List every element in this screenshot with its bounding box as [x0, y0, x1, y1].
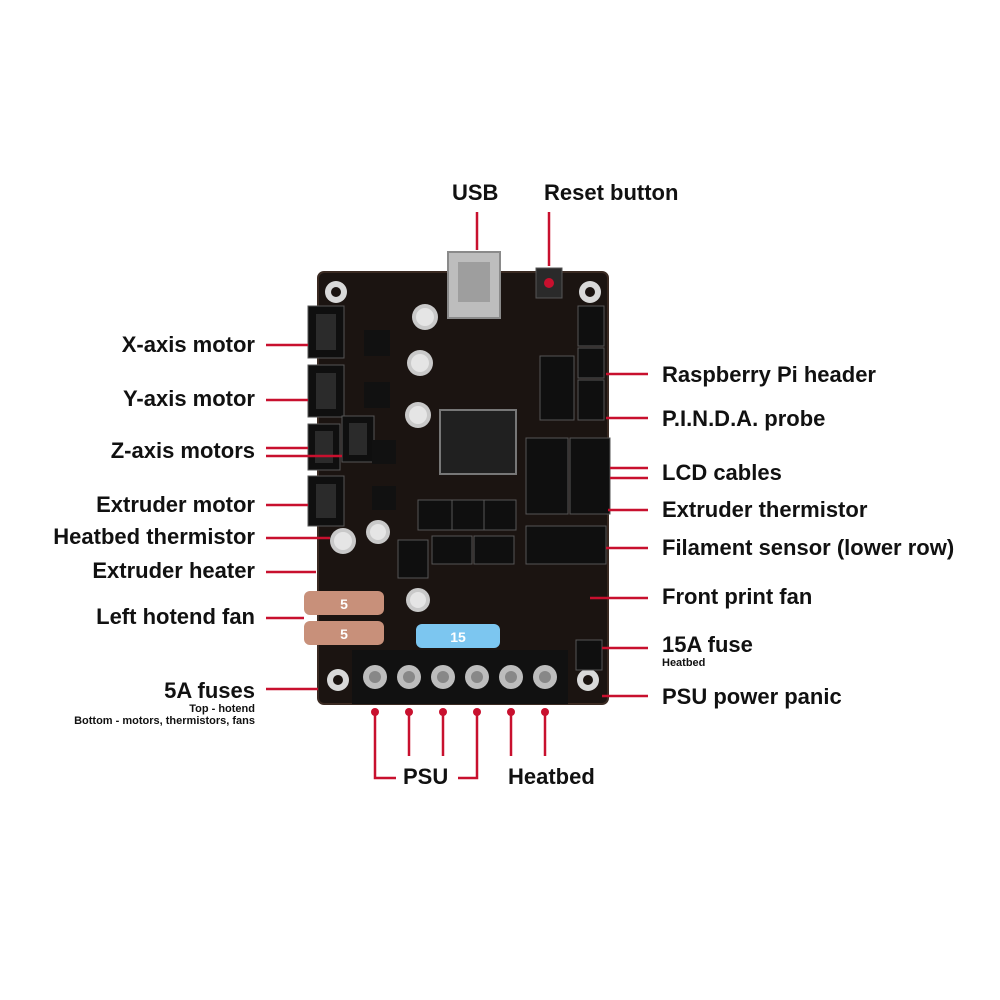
capacitor: [330, 528, 356, 554]
label-5a-fuses-bottom: Bottom - motors, thermistors, fans: [74, 715, 255, 727]
terminal-screw: [499, 665, 523, 689]
mounting-hole-top-left: [325, 281, 347, 303]
fuse-bottom-marking: 5: [340, 626, 348, 642]
capacitor: [406, 588, 430, 612]
label-lcd-cables: LCD cables: [662, 460, 782, 485]
label-z-axis-motors: Z-axis motors: [110, 438, 255, 463]
mounting-hole-bottom-left: [327, 669, 349, 691]
motor-connector-e: [307, 475, 345, 527]
terminal-screw: [533, 665, 557, 689]
mcu-chip: [439, 409, 517, 475]
label-raspberry-pi-header: Raspberry Pi header: [662, 362, 876, 387]
motor-connector-x: [307, 305, 345, 359]
label-filament-sensor: Filament sensor (lower row): [662, 535, 955, 560]
heater-connector: [397, 539, 429, 579]
fuse-blue-marking: 15: [450, 629, 466, 645]
motor-connector-y: [307, 364, 345, 418]
label-extruder-thermistor: Extruder thermistor: [662, 497, 868, 522]
capacitor: [366, 520, 390, 544]
driver-chip: [364, 330, 390, 356]
label-heatbed: Heatbed: [508, 764, 595, 789]
connector-small: [473, 535, 515, 565]
label-usb: USB: [452, 180, 499, 205]
mounting-hole-top-right: [579, 281, 601, 303]
connector-small: [431, 535, 473, 565]
lcd-header: [525, 437, 611, 515]
mounting-hole-bottom-right: [577, 669, 599, 691]
capacitor: [412, 304, 438, 330]
driver-chip: [364, 382, 390, 408]
leader-psu: [373, 712, 396, 780]
label-y-axis-motor: Y-axis motor: [122, 386, 255, 411]
label-15a-fuse: 15A fuse: [662, 632, 753, 657]
leader-dots: [371, 708, 549, 716]
fan-connector: [575, 639, 603, 671]
driver-chip: [372, 486, 396, 510]
power-terminal-block: [352, 650, 568, 704]
label-pinda-probe: P.I.N.D.A. probe: [662, 406, 826, 431]
driver-chip: [372, 440, 396, 464]
label-psu-power-panic: PSU power panic: [662, 684, 842, 709]
label-15a-fuse-sub: Heatbed: [662, 657, 706, 669]
label-extruder-motor: Extruder motor: [96, 492, 255, 517]
motor-connector-z2: [341, 415, 375, 463]
filament-sensor-header: [525, 525, 607, 565]
terminal-screw: [465, 665, 489, 689]
label-left-hotend-fan: Left hotend fan: [96, 604, 255, 629]
fuse-5a-bottom: 5: [304, 621, 384, 645]
capacitor: [405, 402, 431, 428]
leader-lines: [266, 212, 648, 780]
terminal-screw: [363, 665, 387, 689]
connector-small: [417, 499, 453, 531]
label-heatbed-thermistor: Heatbed thermistor: [53, 524, 255, 549]
fuse-5a-top: 5: [304, 591, 384, 615]
motor-connector-z1: [307, 423, 341, 471]
leader-psu-4: [458, 712, 479, 780]
fuse-top-marking: 5: [340, 596, 348, 612]
label-psu: PSU: [403, 764, 449, 789]
pcb-board: [318, 272, 608, 704]
fuse-15a: 15: [416, 624, 500, 648]
label-reset-button: Reset button: [544, 180, 679, 205]
capacitor: [407, 350, 433, 376]
raspberry-pi-header-part: [539, 355, 575, 421]
label-x-axis-motor: X-axis motor: [121, 332, 255, 357]
terminal-screw: [397, 665, 421, 689]
connector-right: [577, 305, 605, 421]
usb-connector: [447, 251, 501, 319]
label-5a-fuses: 5A fuses: [164, 678, 255, 703]
connector-small: [451, 499, 485, 531]
label-5a-fuses-top: Top - hotend: [189, 703, 255, 715]
label-front-print-fan: Front print fan: [662, 584, 813, 609]
terminal-screw: [431, 665, 455, 689]
connector-small: [483, 499, 517, 531]
reset-button-part: [535, 267, 563, 299]
label-extruder-heater: Extruder heater: [92, 558, 255, 583]
